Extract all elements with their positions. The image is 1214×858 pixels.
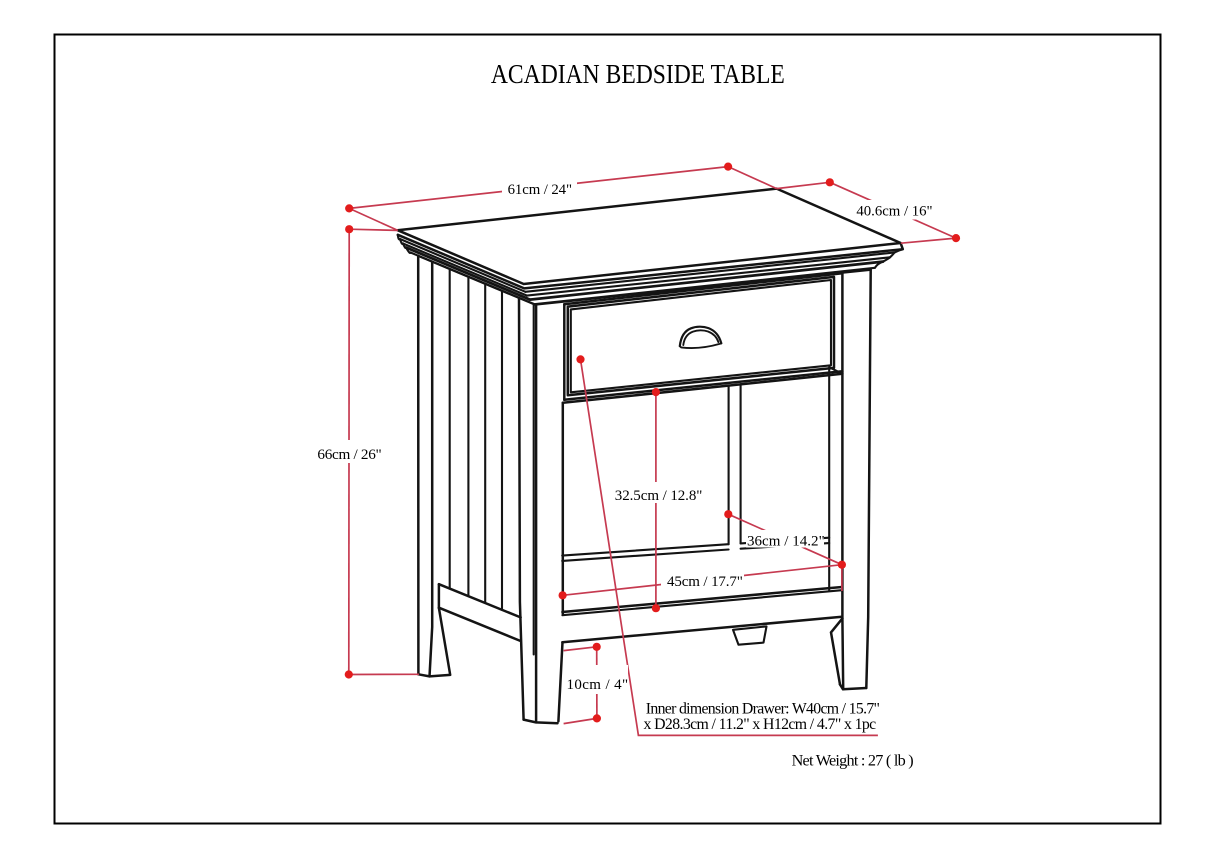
svg-text:Net Weight : 27 ( lb ): Net Weight : 27 ( lb )	[792, 752, 914, 770]
svg-text:ACADIAN BEDSIDE TABLE: ACADIAN BEDSIDE TABLE	[491, 59, 785, 89]
svg-text:10cm / 4": 10cm / 4"	[567, 677, 629, 693]
svg-text:36cm / 14.2": 36cm / 14.2"	[747, 533, 825, 549]
svg-text:Inner dimension Drawer: W40cm: Inner dimension Drawer: W40cm / 15.7"	[646, 700, 880, 717]
svg-text:45cm / 17.7": 45cm / 17.7"	[667, 574, 743, 590]
svg-text:61cm / 24": 61cm / 24"	[508, 182, 572, 198]
svg-text:40.6cm / 16": 40.6cm / 16"	[856, 203, 932, 219]
svg-text:x D28.3cm / 11.2" x H12cm / 4.: x D28.3cm / 11.2" x H12cm / 4.7" x 1pc	[644, 716, 877, 733]
svg-text:66cm / 26": 66cm / 26"	[317, 446, 381, 463]
svg-text:32.5cm / 12.8": 32.5cm / 12.8"	[615, 488, 703, 504]
